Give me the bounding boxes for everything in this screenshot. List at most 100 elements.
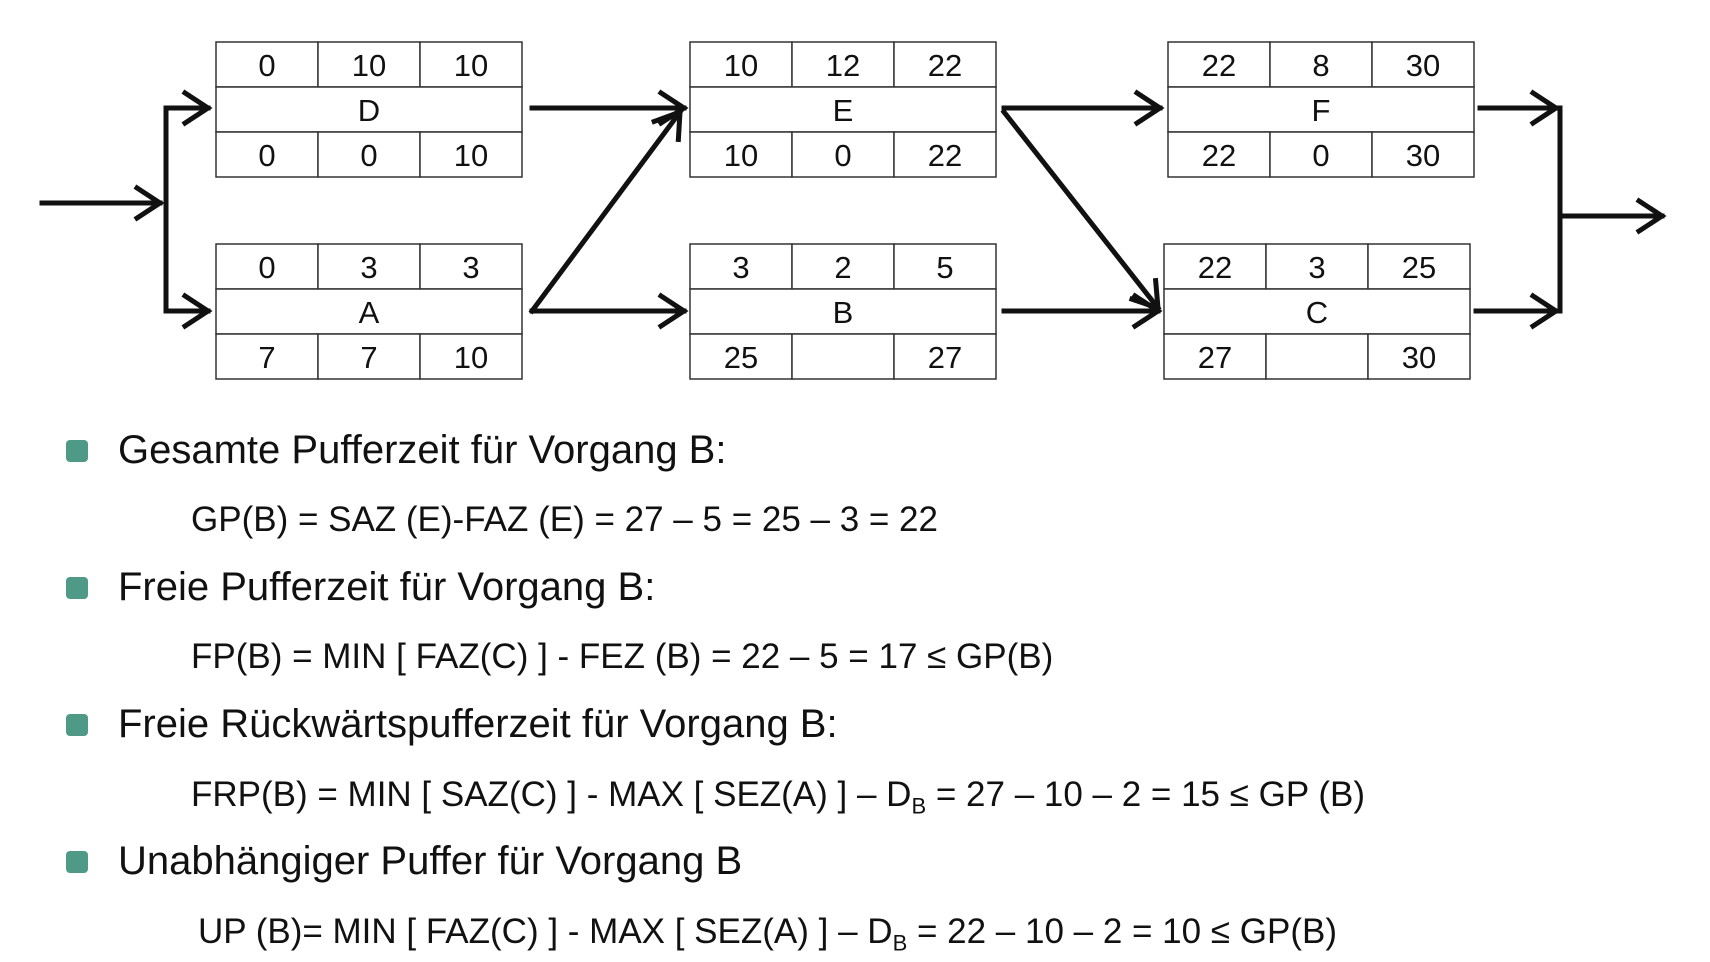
node-name-label: E bbox=[833, 93, 854, 128]
node-bottom-value: 27 bbox=[928, 340, 962, 375]
node-cell bbox=[893, 333, 997, 380]
node-cell bbox=[215, 243, 319, 290]
node-bottom-value: 10 bbox=[454, 340, 488, 375]
node-bottom-value: 25 bbox=[724, 340, 758, 375]
formula-up: UP (B)= MIN [ FAZ(C) ] - MAX [ SEZ(A) ] … bbox=[198, 912, 1337, 957]
bullet-square-icon bbox=[66, 439, 88, 462]
node-cell bbox=[893, 243, 997, 290]
node-top-value: 22 bbox=[1198, 250, 1232, 285]
node-name-cell bbox=[689, 86, 997, 133]
node-cell bbox=[689, 131, 793, 178]
section-freie-rueckwaertspufferzeit: Freie Rückwärtspufferzeit für Vorgang B: bbox=[66, 702, 838, 747]
node-top-value: 12 bbox=[826, 48, 860, 83]
arrowhead-icon bbox=[1133, 89, 1165, 127]
node-top-value: 22 bbox=[928, 48, 962, 83]
node-bottom-value: 22 bbox=[1202, 138, 1236, 173]
node-cell bbox=[1163, 333, 1267, 380]
formula-gp: GP(B) = SAZ (E)-FAZ (E) = 27 – 5 = 25 – … bbox=[191, 500, 938, 540]
node-name-label: B bbox=[833, 295, 854, 330]
arrowhead-icon bbox=[650, 108, 683, 143]
arrowhead-icon bbox=[657, 292, 689, 330]
section-heading: Freie Rückwärtspufferzeit für Vorgang B: bbox=[118, 702, 838, 746]
node-bottom-value: 10 bbox=[454, 138, 488, 173]
node-top-value: 5 bbox=[936, 250, 953, 285]
node-cell bbox=[1367, 333, 1471, 380]
section-heading: Gesamte Pufferzeit für Vorgang B: bbox=[118, 428, 727, 472]
node-name-cell bbox=[689, 288, 997, 335]
node-top-value: 25 bbox=[1402, 250, 1436, 285]
arrowhead-icon bbox=[1529, 89, 1561, 127]
node-cell bbox=[419, 333, 523, 380]
node-bottom-value: 0 bbox=[360, 138, 377, 173]
node-top-value: 10 bbox=[724, 48, 758, 83]
node-top-value: 30 bbox=[1406, 48, 1440, 83]
node-name-label: C bbox=[1306, 295, 1328, 330]
node-bottom-value: 30 bbox=[1402, 340, 1436, 375]
node-top-value: 10 bbox=[352, 48, 386, 83]
node-bottom-value: 30 bbox=[1406, 138, 1440, 173]
node-bottom-value: 27 bbox=[1198, 340, 1232, 375]
node-bottom-value: 0 bbox=[1312, 138, 1329, 173]
node-top-value: 0 bbox=[258, 48, 275, 83]
node-bottom-value: 0 bbox=[834, 138, 851, 173]
node-top-value: 10 bbox=[454, 48, 488, 83]
arrowhead-icon bbox=[133, 184, 165, 222]
bullet-square-icon bbox=[66, 576, 88, 599]
node-bottom-value: 7 bbox=[360, 340, 377, 375]
node-cell bbox=[317, 41, 421, 88]
node-name-label: A bbox=[359, 295, 380, 330]
section-unabhaengiger-puffer: Unabhängiger Puffer für Vorgang B bbox=[66, 839, 742, 884]
node-c: 22 3 25C 27 30 bbox=[1163, 243, 1471, 380]
formula-subscript: B bbox=[892, 930, 908, 956]
connector-lines bbox=[39, 89, 1667, 330]
edge-a-to-e bbox=[528, 108, 684, 315]
node-bottom-value: 0 bbox=[258, 138, 275, 173]
node-top-value: 8 bbox=[1312, 48, 1329, 83]
node-cell bbox=[419, 243, 523, 290]
node-top-value: 0 bbox=[258, 250, 275, 285]
node-cell bbox=[317, 333, 421, 380]
node-cell bbox=[1371, 41, 1475, 88]
node-cell bbox=[1367, 243, 1471, 290]
node-bottom-value: 7 bbox=[258, 340, 275, 375]
node-cell bbox=[1167, 131, 1271, 178]
node-cell bbox=[1265, 243, 1369, 290]
node-top-value: 3 bbox=[360, 250, 377, 285]
node-cell bbox=[689, 243, 793, 290]
node-cell bbox=[791, 243, 895, 290]
node-bottom-value: 22 bbox=[928, 138, 962, 173]
node-cell bbox=[419, 131, 523, 178]
node-cell bbox=[215, 333, 319, 380]
section-gesamte-pufferzeit: Gesamte Pufferzeit für Vorgang B: bbox=[66, 428, 726, 473]
node-cell bbox=[893, 41, 997, 88]
bullet-square-icon bbox=[66, 713, 88, 736]
node-name-cell bbox=[215, 86, 523, 133]
node-top-value: 3 bbox=[1308, 250, 1325, 285]
formula-fp: FP(B) = MIN [ FAZ(C) ] - FEZ (B) = 22 – … bbox=[191, 637, 1053, 677]
formula-text-pre: UP (B)= MIN [ FAZ(C) ] - MAX [ SEZ(A) ] … bbox=[198, 912, 893, 951]
node-a: 0 3 3A 7 7 10 bbox=[215, 243, 523, 380]
node-name-cell bbox=[1163, 288, 1471, 335]
node-name-cell bbox=[1167, 86, 1475, 133]
section-heading: Unabhängiger Puffer für Vorgang B bbox=[118, 839, 743, 883]
formula-text-post: = 27 – 10 – 2 = 15 ≤ GP (B) bbox=[926, 775, 1365, 814]
node-cell bbox=[689, 41, 793, 88]
formula-text-pre: FRP(B) = MIN [ SAZ(C) ] - MAX [ SEZ(A) ]… bbox=[191, 775, 912, 814]
arrowhead-icon bbox=[1635, 197, 1667, 235]
node-cell bbox=[893, 131, 997, 178]
node-cell bbox=[1265, 333, 1369, 380]
node-cell bbox=[1371, 131, 1475, 178]
arrowhead-icon bbox=[1529, 292, 1561, 330]
node-top-value: 3 bbox=[462, 250, 479, 285]
formula-frp: FRP(B) = MIN [ SAZ(C) ] - MAX [ SEZ(A) ]… bbox=[191, 775, 1365, 820]
edge-e-to-c bbox=[1000, 108, 1162, 312]
arrowhead-icon bbox=[1128, 277, 1161, 312]
node-top-value: 22 bbox=[1202, 48, 1236, 83]
section-freie-pufferzeit: Freie Pufferzeit für Vorgang B: bbox=[66, 565, 655, 610]
section-heading: Freie Pufferzeit für Vorgang B: bbox=[118, 565, 656, 609]
arrowhead-icon bbox=[181, 89, 213, 127]
